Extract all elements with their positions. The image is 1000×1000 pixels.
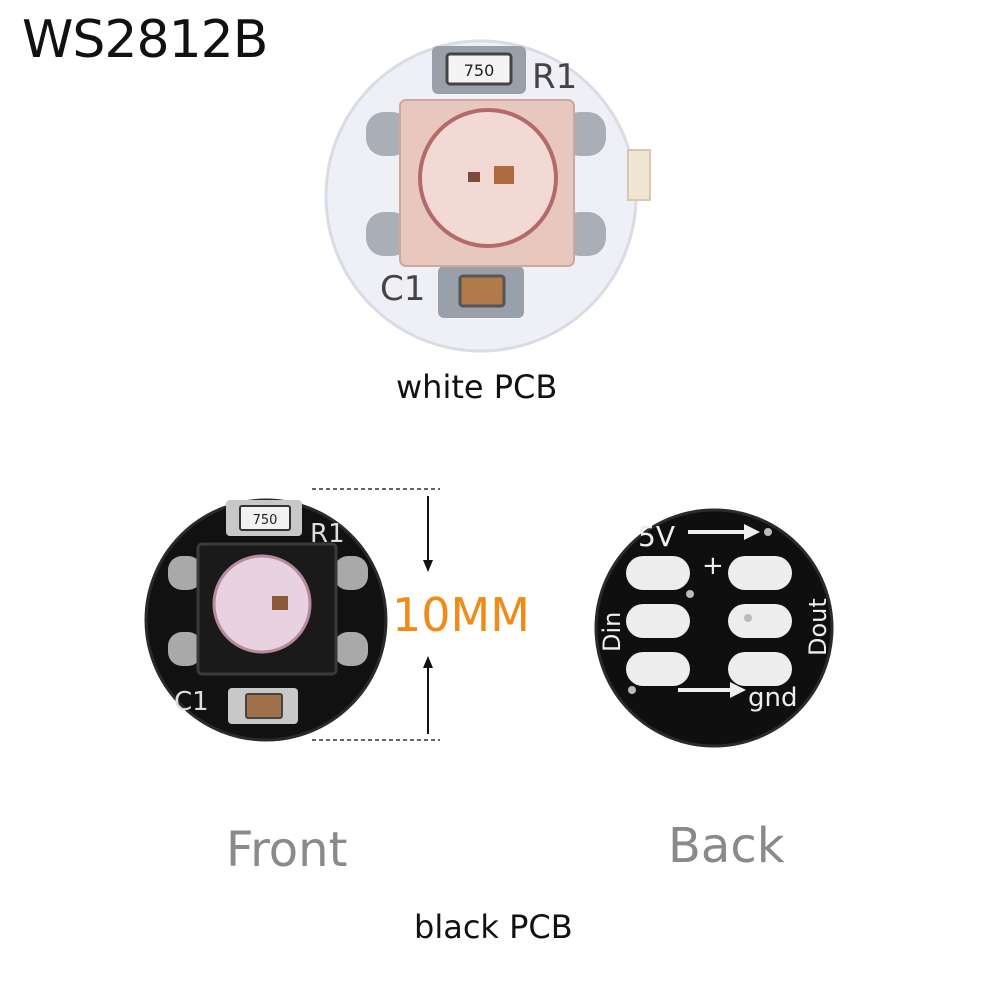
white-led-lens	[418, 108, 558, 248]
black-resistor-value: 750	[253, 513, 278, 528]
black-pad-bottom-left	[168, 632, 202, 666]
black-led-die	[272, 596, 288, 610]
back-gnd-label: gnd	[748, 683, 798, 713]
white-resistor-body	[445, 52, 513, 86]
dimension-arrowhead-up	[423, 656, 433, 668]
back-pad-mid-right	[728, 604, 792, 638]
white-led-die	[494, 166, 514, 184]
back-plus-label: +	[702, 551, 724, 581]
front-label: Front	[226, 822, 348, 878]
back-pad-top-right	[728, 556, 792, 590]
white-resistor-ref: R1	[532, 57, 577, 97]
white-capacitor-ref: C1	[380, 269, 425, 309]
back-via-2	[686, 590, 694, 598]
black-resistor-ref: R1	[310, 519, 345, 549]
back-pad-top-left	[626, 556, 690, 590]
back-via-4	[628, 686, 636, 694]
black-pcb-caption: black PCB	[414, 908, 573, 946]
white-capacitor-body	[458, 274, 506, 308]
black-pad-top-right	[334, 556, 368, 590]
white-led-die-small	[468, 172, 480, 182]
back-pad-bottom-left	[626, 652, 690, 686]
dimension-label: 10MM	[392, 588, 530, 642]
white-resistor-value: 750	[464, 61, 495, 80]
back-label: Back	[668, 818, 785, 874]
black-capacitor-body	[245, 693, 283, 719]
back-dout-label: Dout	[804, 598, 832, 656]
back-via-1	[764, 528, 772, 536]
back-pad-mid-left	[626, 604, 690, 638]
page-title: WS2812B	[22, 10, 268, 70]
black-led-lens	[212, 554, 312, 654]
white-pcb-caption: white PCB	[396, 368, 558, 406]
back-pad-bottom-right	[728, 652, 792, 686]
white-pcb-side-tab	[627, 149, 651, 201]
back-gnd-arrowhead	[730, 682, 746, 698]
black-capacitor-ref: C1	[174, 687, 209, 717]
back-din-label: Din	[598, 612, 626, 652]
black-pad-bottom-right	[334, 632, 368, 666]
dimension-arrowhead-down	[423, 560, 433, 572]
back-5v-label: 5V	[638, 520, 675, 553]
black-pad-top-left	[168, 556, 202, 590]
back-5v-arrowhead	[744, 524, 760, 540]
back-via-3	[744, 614, 752, 622]
black-resistor-body	[239, 505, 291, 531]
